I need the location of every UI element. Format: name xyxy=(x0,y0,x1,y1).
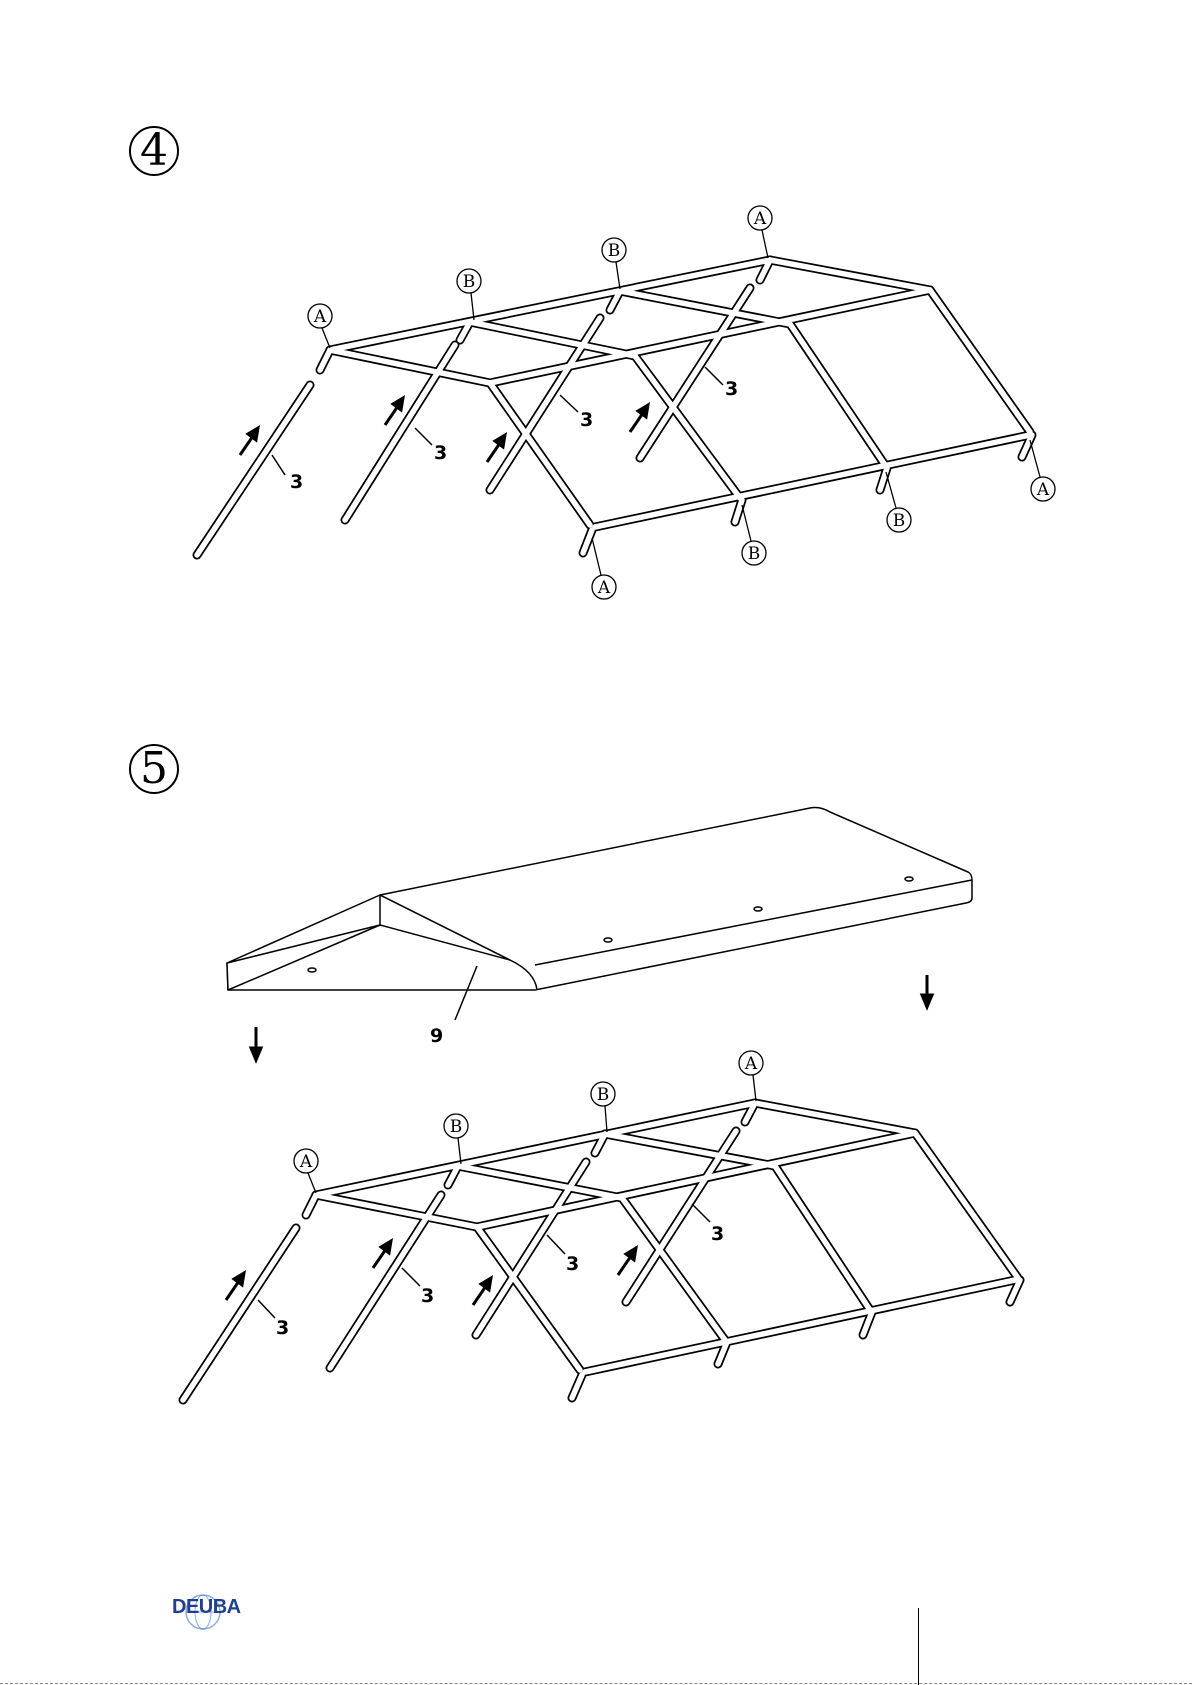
page-bottom-rule xyxy=(0,1683,1192,1684)
connector-label: B xyxy=(748,544,761,564)
part-label-3: 3 xyxy=(276,1317,289,1339)
part-label-3: 3 xyxy=(725,378,738,400)
part-label-3: 3 xyxy=(580,409,593,431)
part-label-3: 3 xyxy=(290,471,303,493)
connector-label: B xyxy=(597,1085,610,1105)
connector-label: A xyxy=(313,307,327,327)
connector-label: A xyxy=(753,209,767,229)
connector-label: B xyxy=(463,272,476,292)
brand-name: DEUBA xyxy=(172,1596,241,1619)
part-label-3: 3 xyxy=(434,442,447,464)
connector-label: A xyxy=(744,1054,758,1074)
part-label-9: 9 xyxy=(430,1025,443,1047)
connector-label: A xyxy=(597,578,611,598)
connector-label: B xyxy=(608,241,621,261)
step-4-frame-diagram: 3 3 3 3 A B B A A B B A xyxy=(0,190,1192,620)
connector-label: B xyxy=(450,1117,463,1137)
step-5-cover-diagram: 9 xyxy=(0,800,1192,1420)
part-label-3: 3 xyxy=(421,1285,434,1307)
step-4-number: 4 xyxy=(129,126,179,176)
connector-label: A xyxy=(299,1152,313,1172)
canopy-cover xyxy=(227,808,972,991)
part-label-3: 3 xyxy=(566,1253,579,1275)
step-5-number: 5 xyxy=(129,744,179,794)
footer-divider xyxy=(918,1608,919,1685)
connector-label: A xyxy=(1036,480,1050,500)
part-label-3: 3 xyxy=(711,1223,724,1245)
brand-logo: DEUBA xyxy=(172,1596,241,1619)
connector-label: B xyxy=(893,511,906,531)
